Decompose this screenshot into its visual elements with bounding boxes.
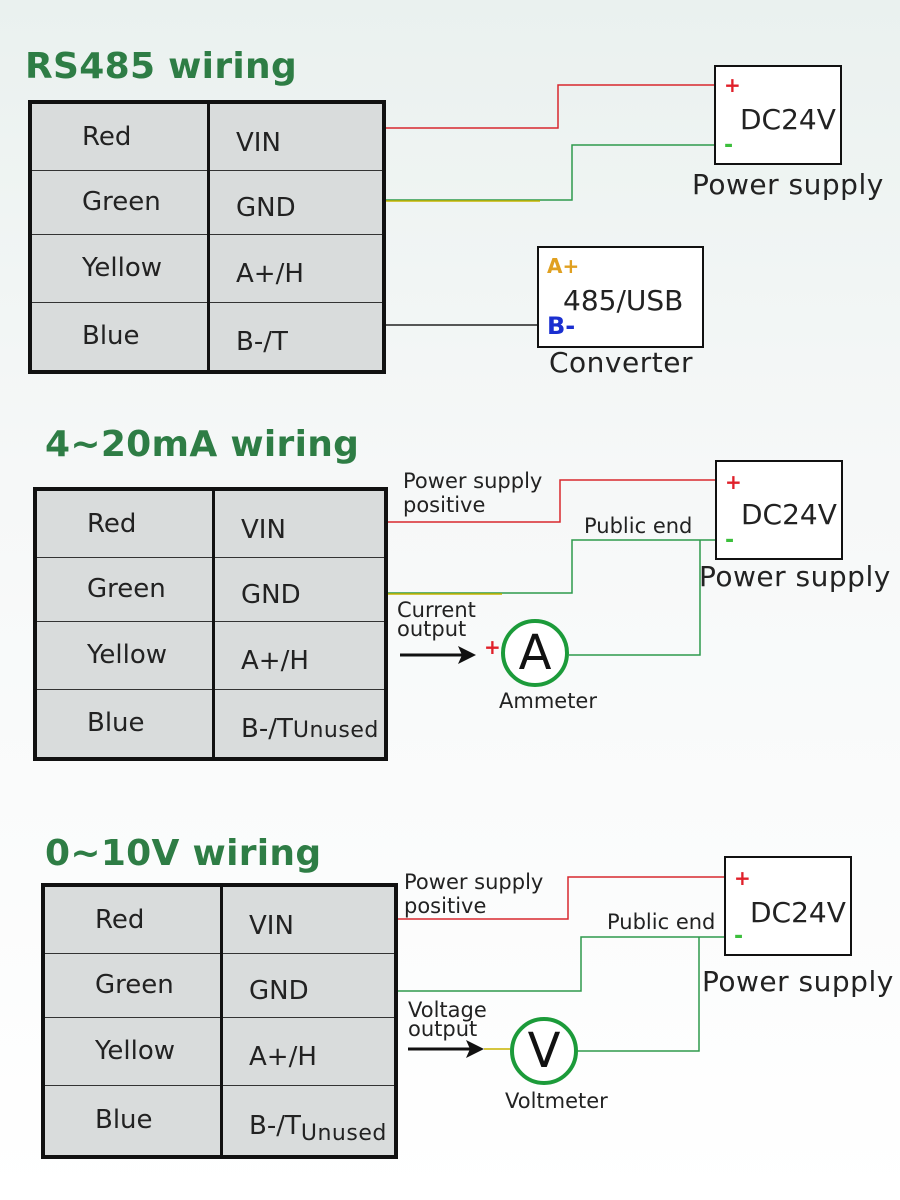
positive-note-line2: positive xyxy=(403,493,486,517)
power-voltage: DC24V xyxy=(750,896,846,929)
wire-signal: VIN xyxy=(213,488,387,558)
wire-color: Green xyxy=(42,952,223,1018)
table-row: Green GND xyxy=(34,556,387,622)
wire-color: Red xyxy=(42,884,223,954)
wire-signal: A+/H xyxy=(213,620,387,690)
wire-color: Yellow xyxy=(42,1016,223,1086)
positive-note-line2: positive xyxy=(404,894,487,918)
wire-lines xyxy=(398,876,726,1058)
table-row: Blue B-/T xyxy=(29,301,385,373)
ammeter-icon: A xyxy=(501,619,569,687)
wire-signal: B-/TUnused xyxy=(221,1084,397,1158)
a-plus-terminal: A+ xyxy=(547,254,580,278)
output-note-line1: Current xyxy=(397,598,476,622)
red-wire xyxy=(388,479,716,523)
wire-table: Red VIN Green GND Yellow A+/H Blue B-/TU… xyxy=(41,883,398,1159)
output-arrow-head xyxy=(466,1040,484,1058)
power-supply-box: + DC24V - xyxy=(715,460,843,560)
power-supply-caption: Power supply xyxy=(699,560,891,593)
wire-signal: VIN xyxy=(208,101,385,171)
meter-symbol: V xyxy=(527,1023,561,1079)
positive-note-line1: Power supply xyxy=(404,870,544,894)
power-supply-box: + DC24V - xyxy=(724,856,852,956)
meter-label: Voltmeter xyxy=(505,1089,608,1113)
section-0-10v: 0~10V wiring Red VIN Green GND Yellow A+… xyxy=(0,800,900,1200)
plus-terminal: + xyxy=(734,866,751,890)
table-row: Blue B-/TUnused xyxy=(34,688,387,760)
red-wire xyxy=(386,84,716,129)
wire-color: Yellow xyxy=(29,233,210,303)
wire-color: Red xyxy=(29,101,210,171)
wire-table: Red VIN Green GND Yellow A+/H Blue B-/TU… xyxy=(33,487,388,761)
power-voltage: DC24V xyxy=(740,103,836,136)
table-row: Green GND xyxy=(42,952,397,1018)
power-supply-caption: Power supply xyxy=(702,965,894,998)
meter-return-wire xyxy=(569,540,701,656)
table-row: Blue B-/TUnused xyxy=(42,1084,397,1158)
wire-signal: GND xyxy=(221,952,397,1018)
table-row: Red VIN xyxy=(34,488,387,558)
public-end-note: Public end xyxy=(584,514,693,538)
wire-color: Blue xyxy=(29,301,210,373)
minus-terminal: - xyxy=(725,528,735,553)
output-arrow-head xyxy=(458,646,476,664)
meter-symbol: A xyxy=(518,625,552,681)
minus-terminal: - xyxy=(724,133,734,158)
unused-label: Unused xyxy=(292,718,379,744)
wire-color: Yellow xyxy=(34,620,215,690)
output-note-line1: Voltage xyxy=(408,998,487,1022)
wire-signal: B-/TUnused xyxy=(213,688,387,760)
wire-color: Blue xyxy=(34,688,215,760)
power-supply-caption: Power supply xyxy=(692,168,884,201)
section-rs485: RS485 wiring Red VIN Green GND Yellow A+… xyxy=(0,0,900,400)
wire-color: Red xyxy=(34,488,215,558)
green-wire xyxy=(398,936,726,992)
green-wire xyxy=(386,144,716,201)
table-row: Red VIN xyxy=(42,884,397,954)
converter-label: 485/USB xyxy=(563,284,684,317)
public-end-note: Public end xyxy=(607,910,716,934)
positive-note-line1: Power supply xyxy=(403,469,543,493)
output-note-line2: output xyxy=(397,617,467,641)
wire-color: Blue xyxy=(42,1084,223,1158)
converter-box: A+ 485/USB B- xyxy=(537,246,704,348)
red-wire xyxy=(398,876,726,920)
table-row: Red VIN xyxy=(29,101,385,171)
wire-color: Green xyxy=(34,556,215,622)
converter-caption: Converter xyxy=(549,346,693,379)
table-row: Yellow A+/H xyxy=(42,1016,397,1086)
plus-terminal: + xyxy=(724,73,741,97)
section-4-20ma: 4~20mA wiring Red VIN Green GND Yellow A… xyxy=(0,400,900,800)
wire-lines xyxy=(386,84,716,326)
meter-return-wire xyxy=(578,937,700,1052)
wire-table: Red VIN Green GND Yellow A+/H Blue B-/T xyxy=(28,100,386,374)
power-voltage: DC24V xyxy=(741,498,837,531)
minus-terminal: - xyxy=(734,924,744,949)
voltmeter-icon: V xyxy=(510,1017,578,1085)
power-supply-box: + DC24V - xyxy=(714,65,842,165)
section-title: 0~10V wiring xyxy=(45,833,322,874)
wire-signal: B-/T xyxy=(208,301,385,373)
wire-signal: A+/H xyxy=(221,1016,397,1086)
table-row: Yellow A+/H xyxy=(34,620,387,690)
section-title: RS485 wiring xyxy=(25,46,298,87)
wire-lines xyxy=(388,479,716,664)
meter-label: Ammeter xyxy=(499,689,597,713)
b-minus-terminal: B- xyxy=(547,312,576,340)
wire-signal: VIN xyxy=(221,884,397,954)
plus-terminal: + xyxy=(725,470,742,494)
green-wire xyxy=(388,539,716,594)
output-note-line2: output xyxy=(408,1017,478,1041)
wire-signal: GND xyxy=(213,556,387,622)
unused-label: Unused xyxy=(300,1121,387,1147)
section-title: 4~20mA wiring xyxy=(45,424,360,465)
meter-plus-terminal: + xyxy=(484,635,501,659)
